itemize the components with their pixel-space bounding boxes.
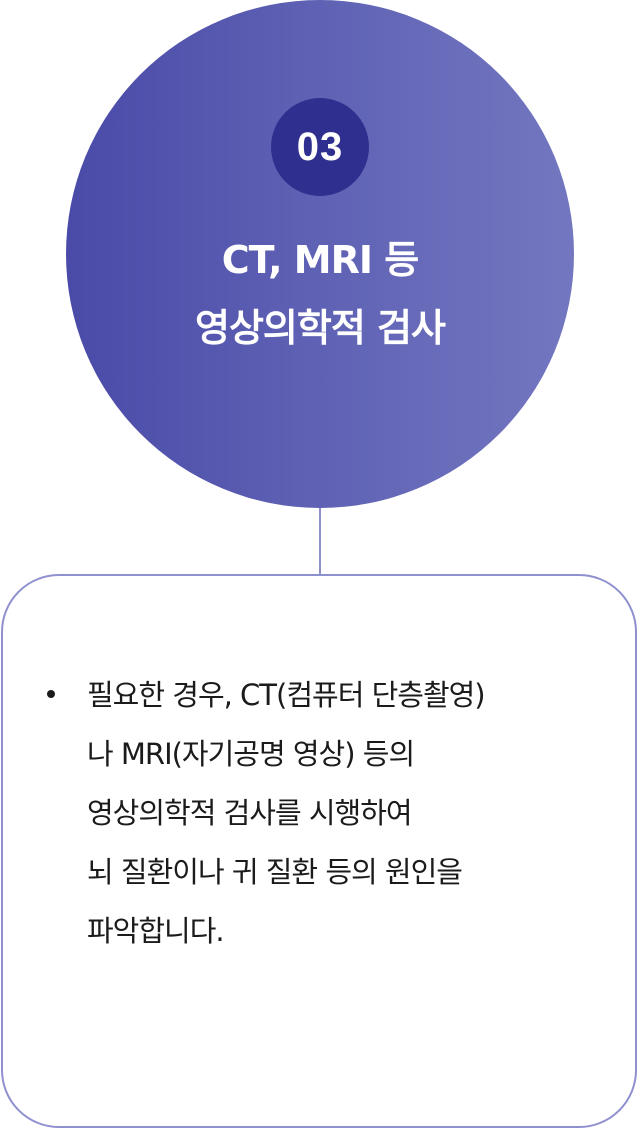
description-line: 필요한 경우, CT(컴퓨터 단층촬영)	[87, 678, 486, 712]
description-list-item: 필요한 경우, CT(컴퓨터 단층촬영) 나 MRI(자기공명 영상) 등의 영…	[47, 666, 611, 961]
description-list: 필요한 경우, CT(컴퓨터 단층촬영) 나 MRI(자기공명 영상) 등의 영…	[47, 666, 611, 961]
connector-line	[319, 508, 321, 575]
bullet-icon	[47, 690, 55, 698]
description-line: 뇌 질환이나 귀 질환 등의 원인을	[87, 855, 463, 889]
step-title: CT, MRI 등 영상의학적 검사	[195, 226, 446, 362]
step-number-badge: 03	[271, 98, 369, 196]
description-line: 영상의학적 검사를 시행하여	[87, 796, 413, 830]
description-line: 파악합니다.	[87, 914, 225, 948]
step-title-line: 영상의학적 검사	[195, 306, 446, 350]
step-circle: 03 CT, MRI 등 영상의학적 검사	[66, 0, 574, 508]
step-title-line: CT, MRI 등	[221, 238, 419, 282]
description-card: 필요한 경우, CT(컴퓨터 단층촬영) 나 MRI(자기공명 영상) 등의 영…	[1, 574, 637, 1128]
description-line: 나 MRI(자기공명 영상) 등의	[87, 737, 415, 771]
